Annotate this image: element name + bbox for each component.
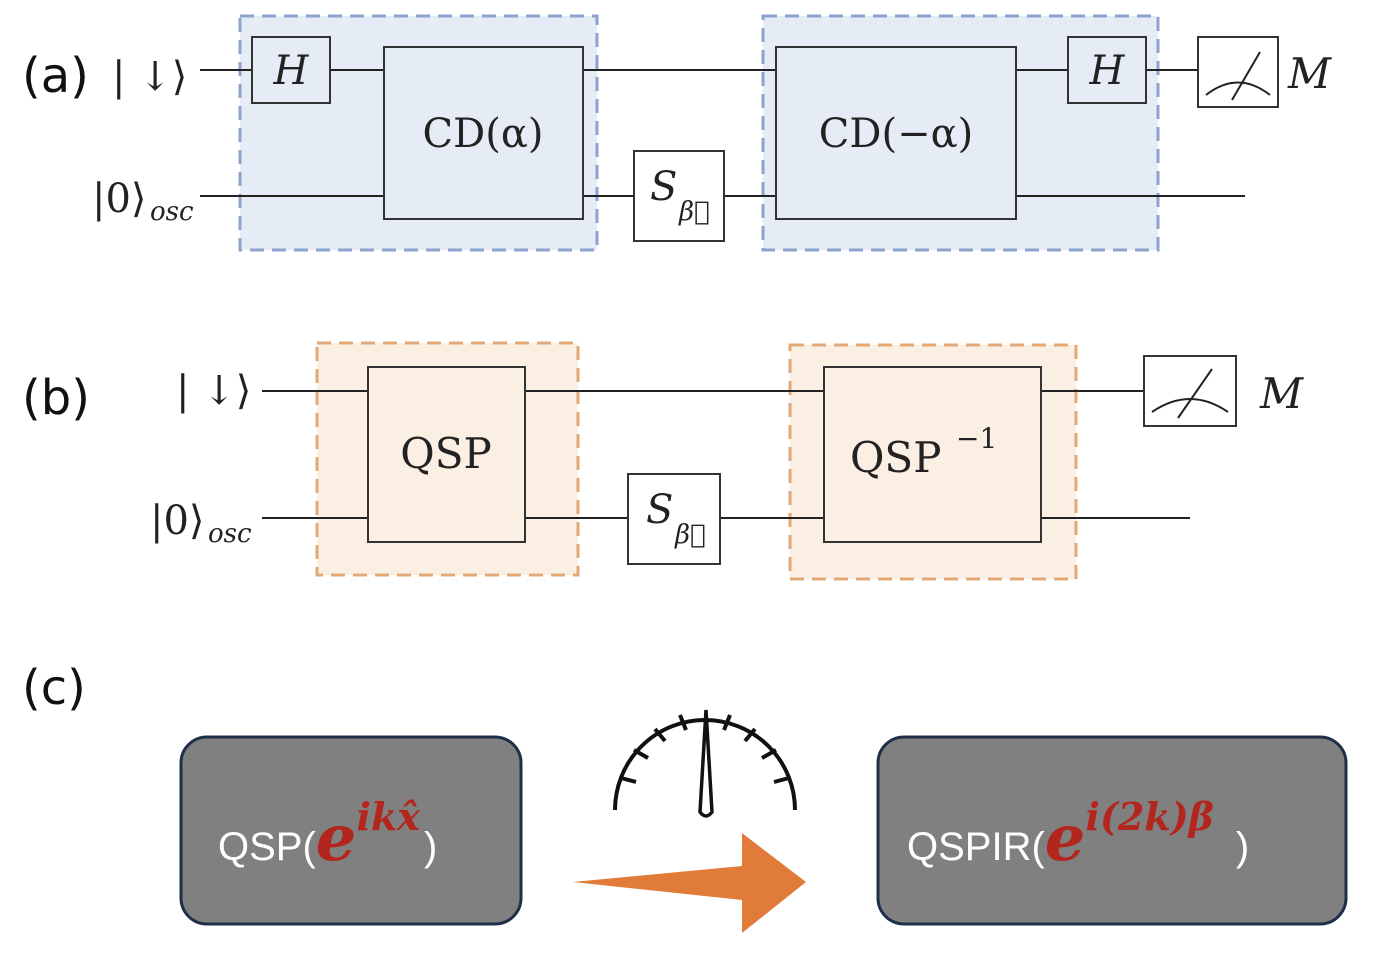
measure-label-b: M [1259,369,1304,418]
meter-icon [1197,36,1279,108]
qsp-box-suffix: ) [424,825,437,869]
panel-c-label: (c) [22,660,86,716]
hadamard-label: H [1089,48,1126,94]
cd-inverse-label: CD(−α) [819,111,973,157]
measure-label-a: M [1287,49,1332,98]
osc-state-b: |0⟩ osc [150,498,252,549]
hadamard-gate-right: H [1067,36,1147,104]
qspir-box-prefix: QSPIR( [907,825,1045,869]
hadamard-label: H [273,48,310,94]
qsp-gate: QSP [367,366,526,543]
hadamard-gate-left: H [251,36,331,104]
qsp-box-exponent: ikx̂ [357,794,422,839]
panel-b: (b) | ↓⟩ |0⟩ osc QSP S β⃗ QSP [22,341,1304,581]
s-gate-subscript-a: β⃗ [678,197,710,227]
qubit-state-b: | ↓⟩ [176,368,251,414]
s-gate-label-b: S [646,487,673,533]
cd-inverse-gate: CD(−α) [775,46,1017,220]
qspir-box-text: QSPIR(ei(2k)β) [907,794,1249,876]
s-gate-a: S β⃗ [633,150,725,242]
qspir-box: QSPIR(ei(2k)β) [876,735,1348,926]
panel-c: (c) QSP(eikx̂) [22,660,1348,933]
qsp-inverse-superscript: −1 [956,422,997,455]
meter-icon [1143,355,1237,427]
osc-subscript-b: osc [208,519,252,549]
panel-a: (a) | ↓⟩ |0⟩ osc H CD(α) [22,14,1332,252]
qsp-box-base: e [316,801,357,876]
qspir-box-exponent: i(2k)β [1086,794,1214,839]
qsp-box: QSP(eikx̂) [179,735,523,926]
qsp-inverse-gate: QSP −1 [823,366,1042,543]
qspir-box-base: e [1045,801,1086,876]
qsp-inverse-label: QSP [850,433,941,482]
s-gate-subscript-b: β⃗ [674,520,706,550]
osc-ket-b: |0⟩ [150,498,205,544]
qsp-box-text: QSP(eikx̂) [218,794,437,876]
osc-subscript-a: osc [150,197,194,227]
qsp-gate-label: QSP [400,429,491,478]
s-gate-b: S β⃗ [627,473,721,565]
cd-gate-label: CD(α) [423,111,544,157]
panel-a-label: (a) [22,48,89,104]
gauge-icon [613,709,797,818]
panel-b-label: (b) [22,370,90,426]
arrow-right-icon [573,833,806,933]
qsp-box-prefix: QSP( [218,825,316,869]
osc-ket-a: |0⟩ [92,176,147,222]
cd-gate: CD(α) [383,46,584,220]
qspir-box-suffix: ) [1236,825,1249,869]
qubit-state-a: | ↓⟩ [112,54,187,100]
s-gate-label-a: S [650,164,677,210]
osc-state-a: |0⟩ osc [92,176,194,227]
